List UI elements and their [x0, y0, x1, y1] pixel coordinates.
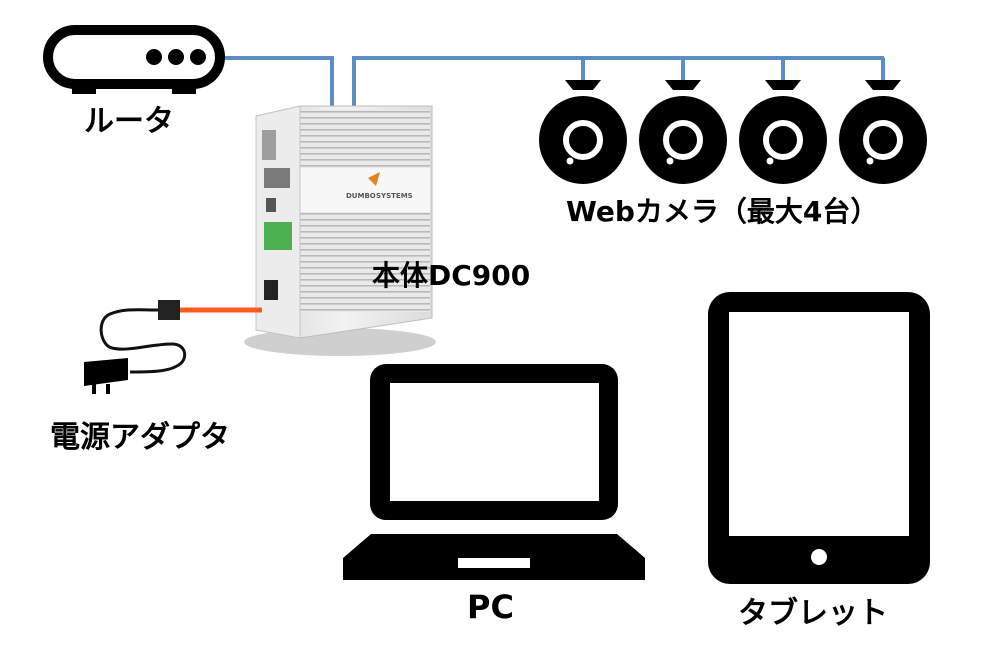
router-icon [43, 25, 225, 94]
main-unit-device: DUMBO SYSTEMS [244, 105, 436, 356]
cameras-label: Webカメラ（最大4台） [566, 195, 879, 228]
unit-to-cameras-line [352, 56, 884, 112]
pc-laptop-icon [343, 364, 645, 580]
tablet-icon [708, 292, 930, 584]
tablet-label: タブレット [738, 596, 888, 631]
router-label: ルータ [84, 104, 174, 139]
device-brand-left: DUMBO [346, 192, 376, 200]
pc-label: PC [467, 588, 514, 626]
power-adapter-label: 電源アダプタ [50, 420, 230, 455]
power-plug-connector [158, 300, 180, 320]
adapter-brick-icon [84, 358, 128, 386]
power-adapter [84, 300, 262, 394]
device-brand-right: SYSTEMS [376, 192, 413, 200]
router-to-unit-line [220, 56, 334, 112]
camera-icon [639, 80, 727, 184]
camera-icon [839, 80, 927, 184]
network-lines [220, 56, 885, 112]
main-unit-label: 本体DC900 [372, 259, 531, 292]
camera-icon [739, 80, 827, 184]
camera-icon [539, 80, 627, 184]
power-cord [99, 308, 187, 374]
